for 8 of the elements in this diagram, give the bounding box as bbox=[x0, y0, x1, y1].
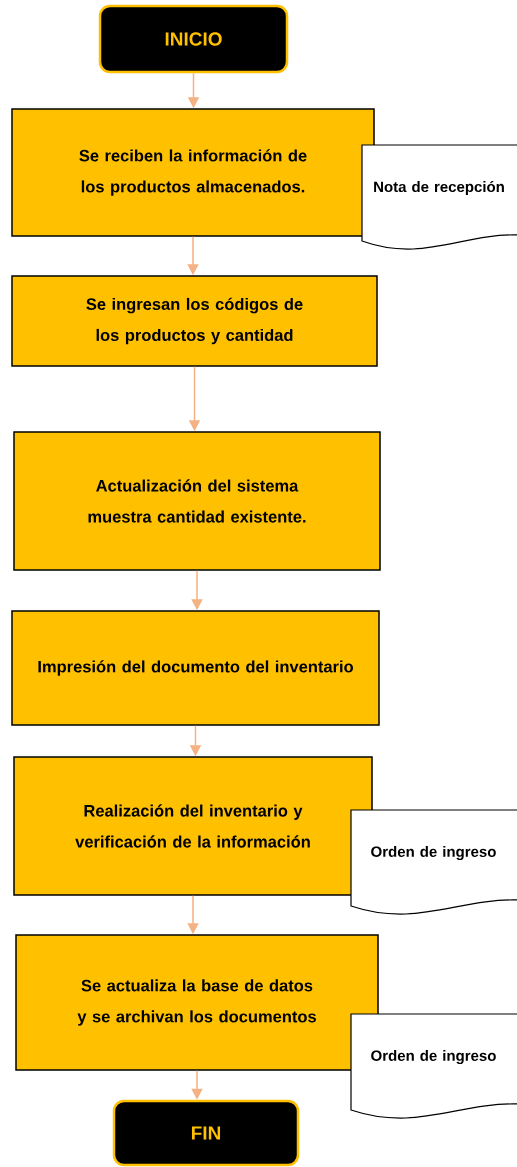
terminal-box: FIN bbox=[112, 1099, 300, 1167]
terminal-box: INICIO bbox=[98, 4, 289, 74]
process-box: Se ingresan los códigos de los productos y cantidad bbox=[11, 275, 378, 367]
process-box: Actualización del sistema muestra cantidad existente. bbox=[13, 431, 381, 571]
node-label: Orden de ingreso bbox=[371, 845, 496, 861]
node-label: Nota de recepción bbox=[374, 180, 504, 196]
process-box: Impresión del documento del inventario bbox=[11, 610, 380, 726]
process-box: Se reciben la información de los productos almacenados. bbox=[11, 108, 375, 237]
